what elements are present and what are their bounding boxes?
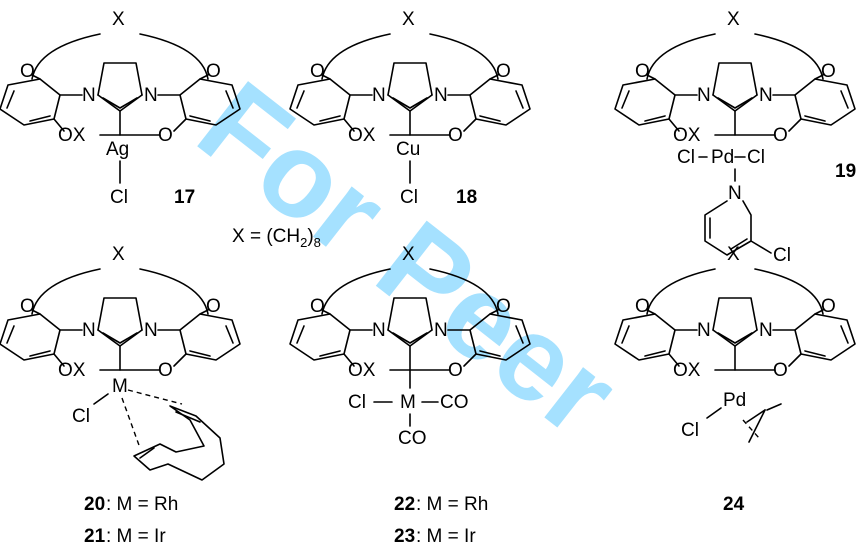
atom-cl: Cl	[72, 406, 90, 427]
atom-o: O	[158, 125, 173, 146]
atom-x: X	[727, 244, 740, 265]
atom-x: X	[112, 9, 125, 30]
atom-metal: Cu	[396, 139, 420, 160]
atom-o: O	[635, 296, 650, 317]
compound-number: 21	[84, 526, 106, 544]
atom-ox: OX	[673, 360, 701, 381]
compound-metal-label: : M = Ir	[416, 526, 476, 544]
compound-17: X O O N N OX O Ag Cl 17	[0, 9, 241, 208]
atom-o: O	[448, 360, 463, 381]
atom-o: O	[158, 360, 173, 381]
atom-cl: Cl	[348, 392, 366, 413]
compound-metal-label: : M = Rh	[416, 494, 488, 515]
atom-metal: Ag	[106, 139, 129, 160]
atom-metal: Pd	[711, 147, 734, 168]
compound-24: X O O N N OX O Pd Cl 24	[614, 244, 856, 515]
atom-n: N	[144, 320, 158, 341]
atom-o: O	[635, 61, 650, 82]
atom-o: O	[821, 296, 836, 317]
atom-o: O	[20, 61, 35, 82]
compound-number: 20	[84, 494, 105, 515]
compound-number: 22	[394, 494, 415, 515]
atom-o: O	[20, 296, 35, 317]
atom-o: O	[310, 61, 325, 82]
atom-n: N	[372, 85, 386, 106]
atom-n: N	[372, 320, 386, 341]
atom-ox: OX	[58, 360, 86, 381]
atom-n: N	[697, 85, 711, 106]
atom-cl: Cl	[400, 187, 418, 208]
atom-o: O	[448, 125, 463, 146]
atom-x: X	[402, 9, 415, 30]
atom-ox: OX	[348, 360, 376, 381]
atom-co: CO	[440, 392, 469, 413]
atom-co: CO	[398, 428, 427, 449]
x-definition: X = (CH2)8	[232, 226, 321, 250]
compound-number: 17	[174, 187, 195, 208]
atom-o: O	[496, 61, 511, 82]
atom-metal: Pd	[723, 390, 746, 411]
atom-o: O	[206, 61, 221, 82]
atom-n: N	[759, 320, 773, 341]
compound-metal-label: : M = Ir	[106, 526, 166, 544]
compound-19: X O O N N OX O Cl Pd Cl N Cl 19	[614, 9, 856, 266]
compound-metal-label: : M = Rh	[106, 494, 178, 515]
compound-number: 18	[456, 187, 477, 208]
atom-cl: Cl	[110, 187, 128, 208]
atom-n: N	[82, 85, 96, 106]
atom-o: O	[496, 296, 511, 317]
atom-cl: Cl	[677, 147, 695, 168]
atom-cl: Cl	[773, 245, 791, 266]
atom-ox: OX	[58, 125, 86, 146]
atom-n: N	[697, 320, 711, 341]
atom-x: X	[112, 244, 125, 265]
atom-metal: M	[112, 376, 128, 397]
compound-18: X O O N N OX O Cu Cl 18	[289, 9, 531, 208]
atom-o: O	[773, 360, 788, 381]
compound-number: 23	[394, 526, 415, 544]
atom-n: N	[759, 85, 773, 106]
atom-o: O	[773, 125, 788, 146]
atom-x: X	[727, 9, 740, 30]
compound-number: 24	[723, 494, 745, 515]
atom-n: N	[434, 320, 448, 341]
atom-n: N	[434, 85, 448, 106]
atom-o: O	[206, 296, 221, 317]
compound-number: 19	[835, 161, 856, 182]
atom-n: N	[728, 183, 742, 204]
atom-cl: Cl	[681, 420, 699, 441]
atom-o: O	[310, 296, 325, 317]
compound-20-21: X O O N N OX O M Cl 20 : M = Rh 21 : M =…	[0, 244, 241, 544]
atom-x: X	[402, 244, 415, 265]
atom-o: O	[821, 61, 836, 82]
atom-n: N	[144, 85, 158, 106]
atom-n: N	[82, 320, 96, 341]
atom-ox: OX	[673, 125, 701, 146]
atom-cl: Cl	[747, 147, 765, 168]
atom-ox: OX	[348, 125, 376, 146]
compound-22-23: X O O N N OX O Cl M CO CO 22 : M = Rh 23…	[289, 244, 531, 544]
atom-metal: M	[400, 392, 416, 413]
